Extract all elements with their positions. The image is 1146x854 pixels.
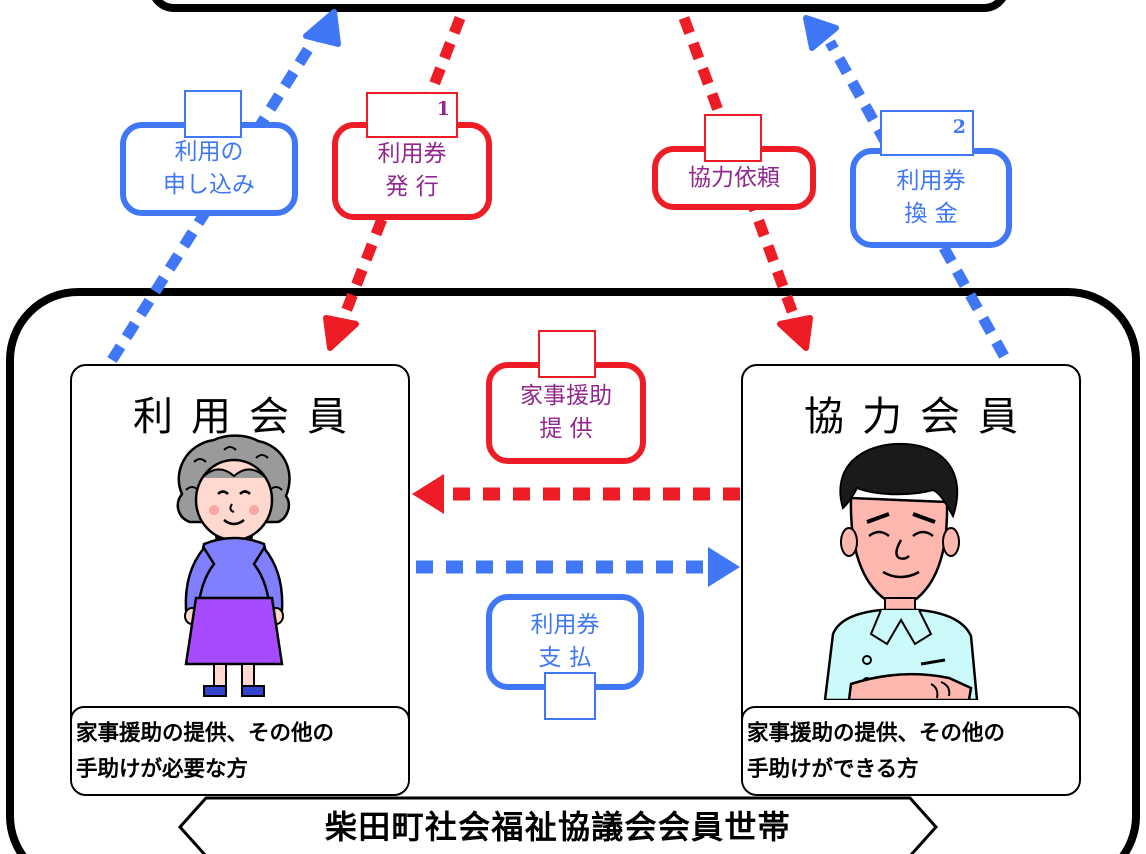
user-desc-line-2: 手助けが必要な方 [76,757,249,782]
apply-arrow-head [303,9,341,47]
request-label-line-1: 協力依頼 [688,164,780,191]
user-member-title: 利用会員 [133,394,365,440]
provide-badge [538,330,596,378]
issue-label-line-2: 発 行 [385,174,439,200]
exchange-arrow-head [803,15,839,51]
pay-label-line-1: 利用券 [530,612,600,638]
helper-member-title: 協力会員 [804,394,1036,440]
issue-label-line-1: 利用券 [377,141,447,167]
helper-member-panel: 協力会員 家事援助の提供、その他の [741,364,1081,796]
provide-label-line-1: 家事援助 [520,383,612,409]
request-badge [704,114,762,162]
helper-desc-line-2: 手助けができる方 [747,757,919,782]
provide-label-line-2: 提 供 [539,416,593,442]
user-desc-line-1: 家事援助の提供、その他の [76,721,335,746]
exchange-label-line-2: 換 金 [904,201,958,227]
member-households-title: 柴田町社会福祉協議会会員世帯 [325,808,791,846]
apply-badge [184,90,242,138]
male-helper-illustration [823,442,979,700]
organization-frame-top [148,0,1010,12]
helper-desc-line-1: 家事援助の提供、その他の [747,721,1006,746]
pay-label-line-2: 支 払 [538,645,592,671]
member-households-ribbon: 柴田町社会福祉協議会会員世帯 [176,794,940,854]
user-member-panel: 利用会員 [70,364,410,796]
user-member-description: 家事援助の提供、その他の 手助けが必要な方 [72,706,408,794]
exchange-badge: 2 [880,110,974,156]
apply-label-line-1: 利用の [174,139,244,165]
elderly-woman-illustration [176,434,291,697]
exchange-label: 利用券 換 金 [850,148,1012,248]
exchange-label-line-1: 利用券 [896,168,966,194]
issue-badge: 1 [366,92,458,138]
ribbon-shape [177,796,939,854]
helper-member-description: 家事援助の提供、その他の 手助けができる方 [743,706,1079,794]
apply-label-line-2: 申し込み [163,172,255,198]
pay-badge [544,672,596,720]
